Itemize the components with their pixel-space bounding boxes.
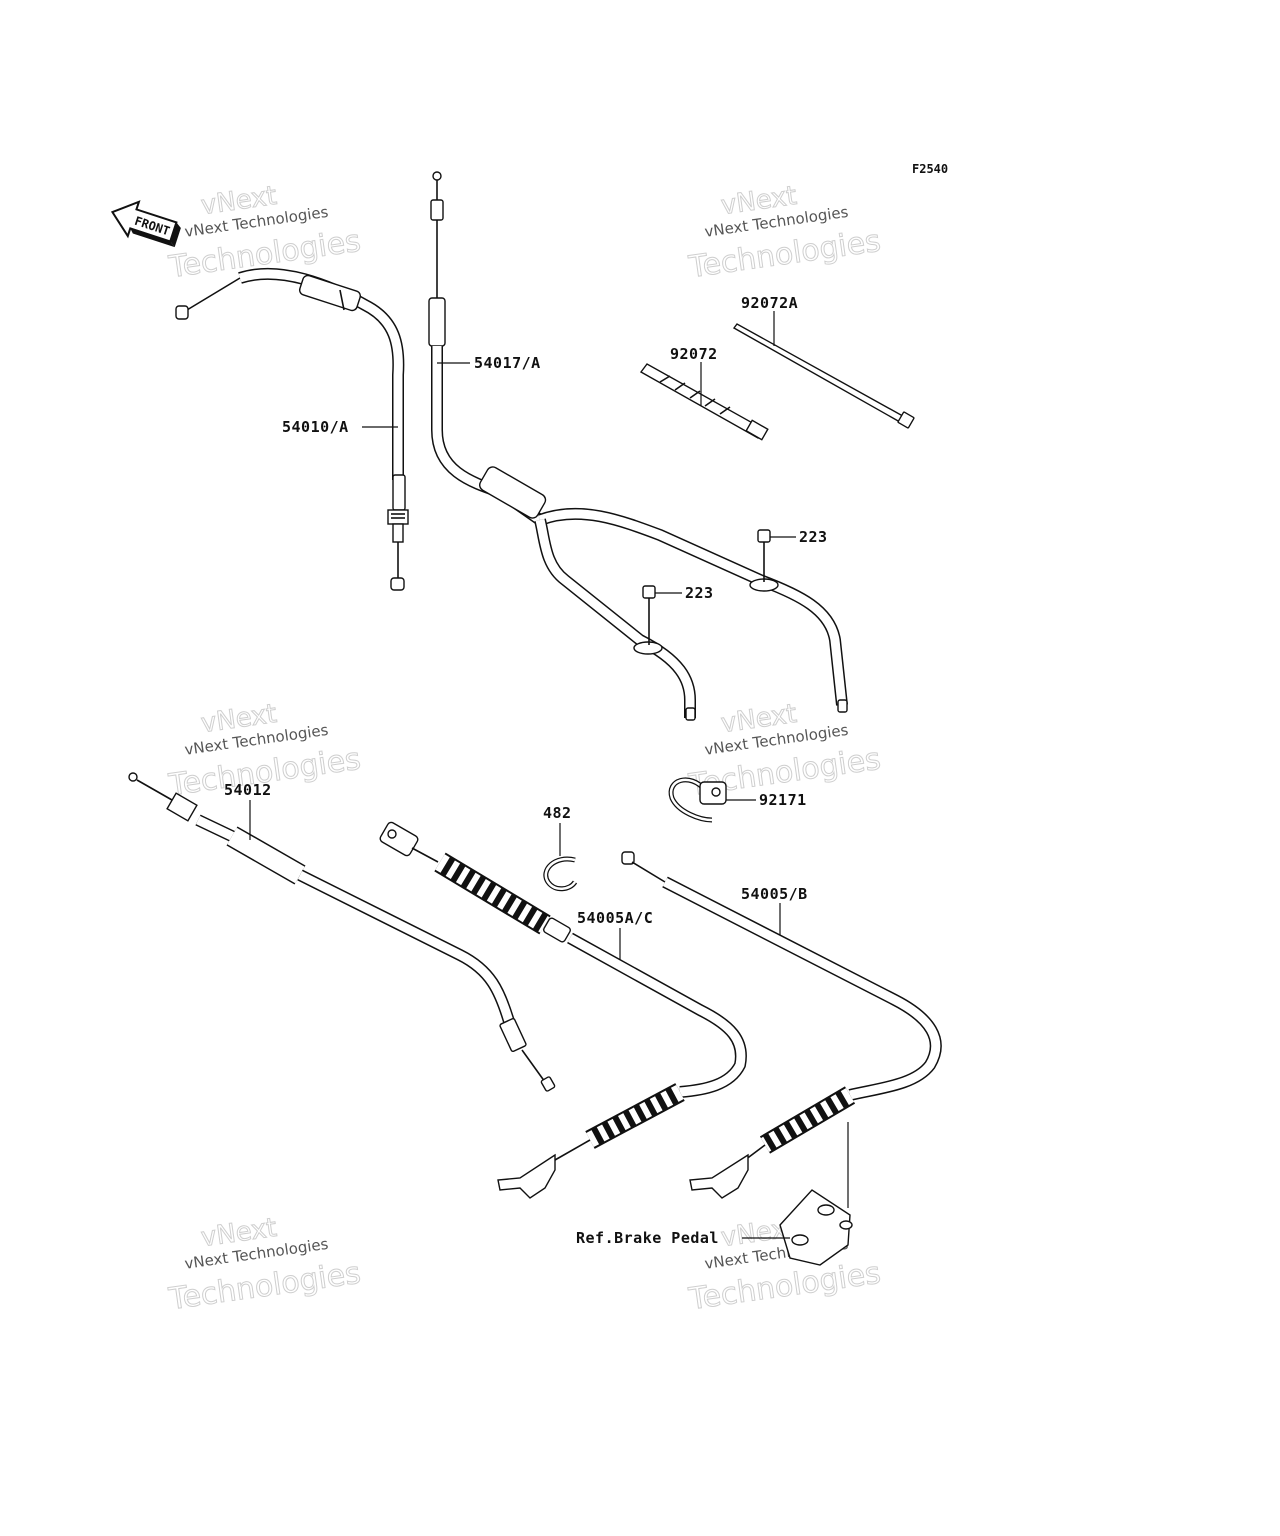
label-ref-brake-pedal: Ref.Brake Pedal [576, 1229, 719, 1247]
watermark-bottom-left: vNext vNext Technologies Technologies [166, 1212, 364, 1317]
watermark-bottom-right: vNext vNext Technologies Technologies [686, 1212, 884, 1317]
watermark-top-right: vNext vNext Technologies Technologies [686, 180, 884, 285]
brake-cable-54005ac [379, 821, 747, 1199]
label-54005a-c: 54005A/C [577, 909, 653, 927]
label-92072: 92072 [670, 345, 718, 363]
cable-tie-92072a [732, 323, 915, 429]
figure-code: F2540 [912, 162, 948, 176]
brake-cable-54005b [621, 851, 942, 1199]
label-92072a: 92072A [741, 294, 798, 312]
label-223-lower: 223 [685, 584, 714, 602]
label-223-upper: 223 [799, 528, 828, 546]
brake-cable-54017 [428, 171, 848, 721]
label-482: 482 [543, 804, 572, 822]
label-54012: 54012 [224, 781, 272, 799]
clip-482 [543, 856, 578, 892]
bolt-223-lower [642, 585, 656, 645]
bracket-92171 [668, 777, 727, 823]
watermark-top-left: vNext vNext Technologies Technologies [166, 180, 364, 285]
cable-tie-92072 [639, 363, 769, 441]
label-54005-b: 54005/B [741, 885, 808, 903]
cable-54012 [128, 772, 556, 1092]
label-92171: 92171 [759, 791, 807, 809]
label-54017-a: 54017/A [474, 354, 541, 372]
label-54010-a: 54010/A [282, 418, 349, 436]
brake-pedal-bracket [779, 1189, 853, 1266]
bolt-223-upper [757, 529, 771, 582]
throttle-cable-54010 [175, 267, 409, 591]
front-arrow-icon: FRONT [110, 200, 181, 248]
